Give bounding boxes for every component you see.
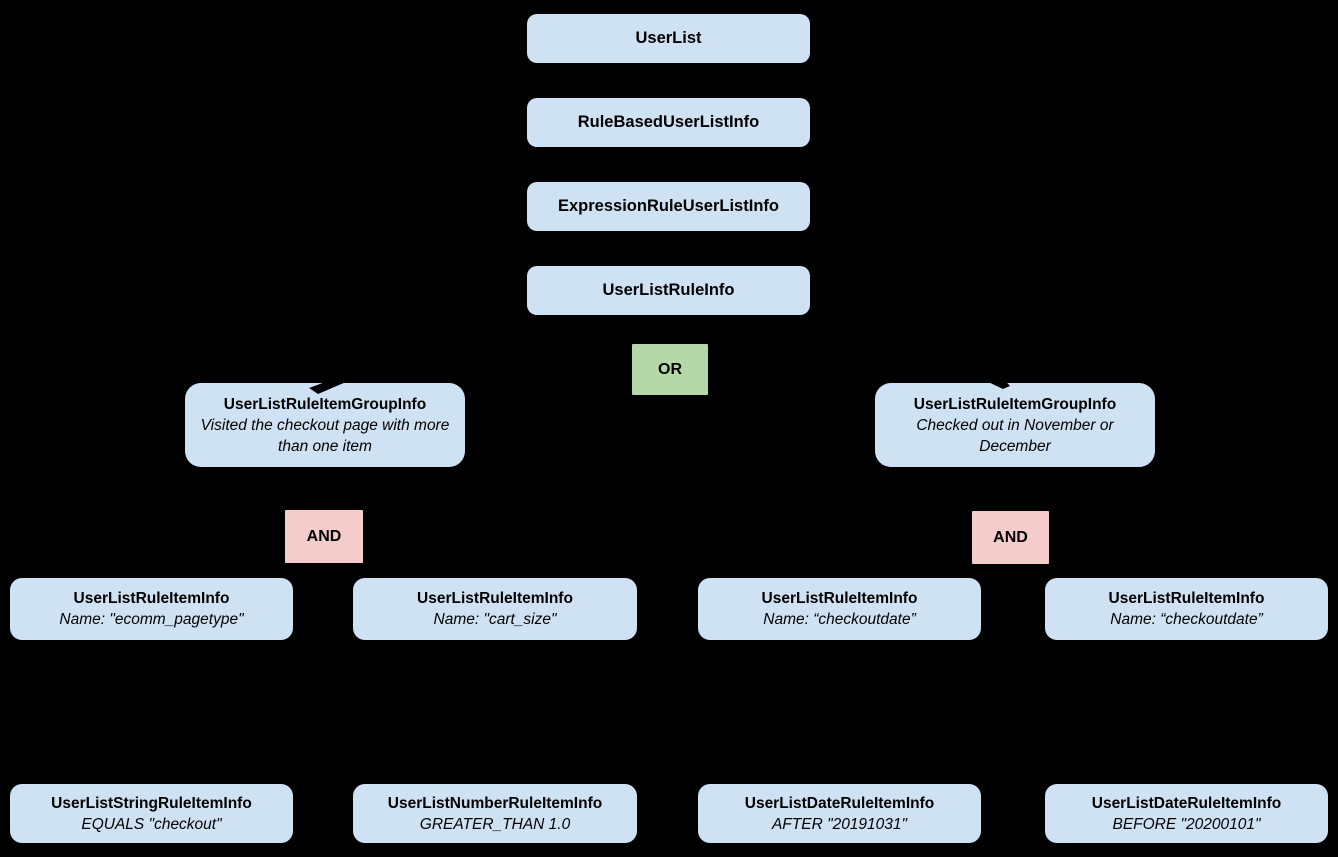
- and-operator-left-label: AND: [306, 527, 342, 545]
- rule-item-checkoutdate-before-title: UserListRuleItemInfo: [1108, 590, 1265, 607]
- group-right-note: Checked out in November or December: [916, 416, 1114, 455]
- group-right-rule-item-group-info: UserListRuleItemGroupInfo Checked out in…: [875, 383, 1155, 467]
- and-operator-left-box: AND: [285, 510, 363, 563]
- leaf-date-before-title: UserListDateRuleItemInfo: [1091, 794, 1282, 812]
- node-rule-based-user-list-info: RuleBasedUserListInfo: [527, 98, 810, 147]
- node-expression-rule-user-list-info-label: ExpressionRuleUserListInfo: [558, 197, 779, 215]
- rule-item-checkoutdate-after: UserListRuleItemInfo Name: “checkoutdate…: [698, 578, 981, 640]
- or-operator-box: OR: [632, 344, 708, 395]
- leaf-number-rule-item-title: UserListNumberRuleItemInfo: [387, 794, 603, 812]
- and-operator-right-box: AND: [972, 511, 1049, 564]
- or-operator-label: OR: [658, 360, 682, 378]
- rule-item-cart-size-title: UserListRuleItemInfo: [417, 590, 573, 607]
- leaf-date-rule-item-info-after: UserListDateRuleItemInfo AFTER "20191031…: [698, 784, 981, 843]
- leaf-number-rule-item-note: GREATER_THAN 1.0: [419, 815, 571, 833]
- node-user-list-rule-info: UserListRuleInfo: [527, 266, 810, 315]
- rule-item-cart-size: UserListRuleItemInfo Name: "cart_size": [353, 578, 637, 640]
- group-left-note: Visited the checkout page with more than…: [200, 416, 450, 455]
- node-rule-based-user-list-info-label: RuleBasedUserListInfo: [577, 113, 760, 131]
- rule-item-cart-size-note: Name: "cart_size": [433, 611, 557, 628]
- rule-item-ecomm-pagetype-title: UserListRuleItemInfo: [73, 590, 230, 607]
- leaf-string-rule-item-note: EQUALS "checkout": [81, 815, 222, 833]
- rule-item-checkoutdate-before: UserListRuleItemInfo Name: “checkoutdate…: [1045, 578, 1328, 640]
- group-left-rule-item-group-info: UserListRuleItemGroupInfo Visited the ch…: [185, 383, 465, 467]
- leaf-date-rule-item-info-before: UserListDateRuleItemInfo BEFORE "2020010…: [1045, 784, 1328, 843]
- leaf-date-after-note: AFTER "20191031": [771, 815, 908, 833]
- node-userlist-label: UserList: [635, 29, 702, 47]
- rule-item-checkoutdate-before-note: Name: “checkoutdate”: [1110, 611, 1263, 628]
- group-left-title: UserListRuleItemGroupInfo: [223, 395, 427, 413]
- leaf-date-before-note: BEFORE "20200101": [1112, 815, 1261, 833]
- leaf-string-rule-item-info: UserListStringRuleItemInfo EQUALS "check…: [10, 784, 293, 843]
- leaf-number-rule-item-info: UserListNumberRuleItemInfo GREATER_THAN …: [353, 784, 637, 843]
- rule-item-checkoutdate-after-title: UserListRuleItemInfo: [761, 590, 918, 607]
- leaf-date-after-title: UserListDateRuleItemInfo: [744, 794, 935, 812]
- rule-item-checkoutdate-after-note: Name: “checkoutdate”: [763, 611, 916, 628]
- node-user-list-rule-info-label: UserListRuleInfo: [602, 281, 735, 299]
- node-userlist: UserList: [527, 14, 810, 63]
- and-operator-right-label: AND: [993, 528, 1028, 546]
- rule-item-ecomm-pagetype: UserListRuleItemInfo Name: "ecomm_pagety…: [10, 578, 293, 640]
- group-right-title: UserListRuleItemGroupInfo: [913, 395, 1117, 413]
- node-expression-rule-user-list-info: ExpressionRuleUserListInfo: [527, 182, 810, 231]
- rule-item-ecomm-pagetype-note: Name: "ecomm_pagetype": [59, 611, 244, 628]
- leaf-string-rule-item-title: UserListStringRuleItemInfo: [51, 794, 252, 812]
